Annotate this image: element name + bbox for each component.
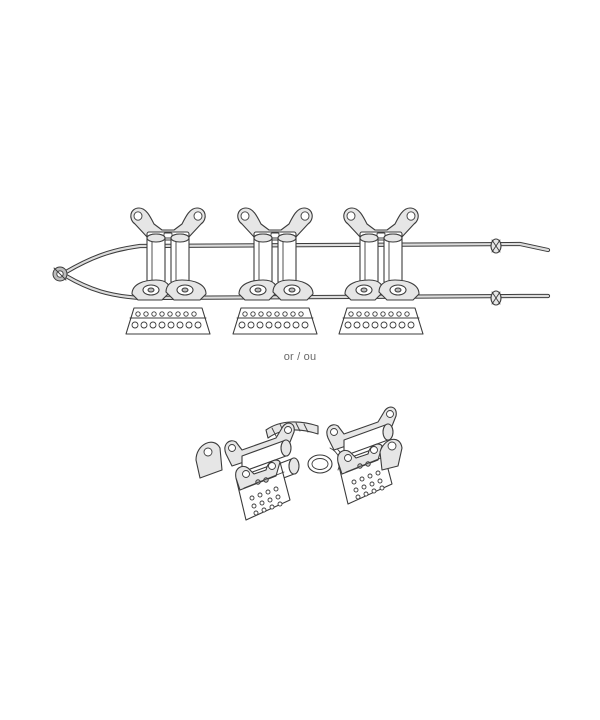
rope-upper xyxy=(63,241,551,275)
climbing-unit xyxy=(338,207,424,335)
knot-lower-icon xyxy=(490,290,502,306)
mount-tab xyxy=(379,438,403,471)
climbing-unit xyxy=(232,207,318,335)
climbing-unit xyxy=(224,422,300,521)
climbing-unit xyxy=(125,207,211,335)
carabiner-icon xyxy=(307,454,333,474)
ring-icon xyxy=(52,266,68,282)
mount-tab xyxy=(195,441,223,479)
separator-label: or / ou xyxy=(283,351,317,363)
top-assembly xyxy=(52,207,551,335)
knot-upper-icon xyxy=(490,238,502,254)
bottom-assembly xyxy=(195,406,403,521)
